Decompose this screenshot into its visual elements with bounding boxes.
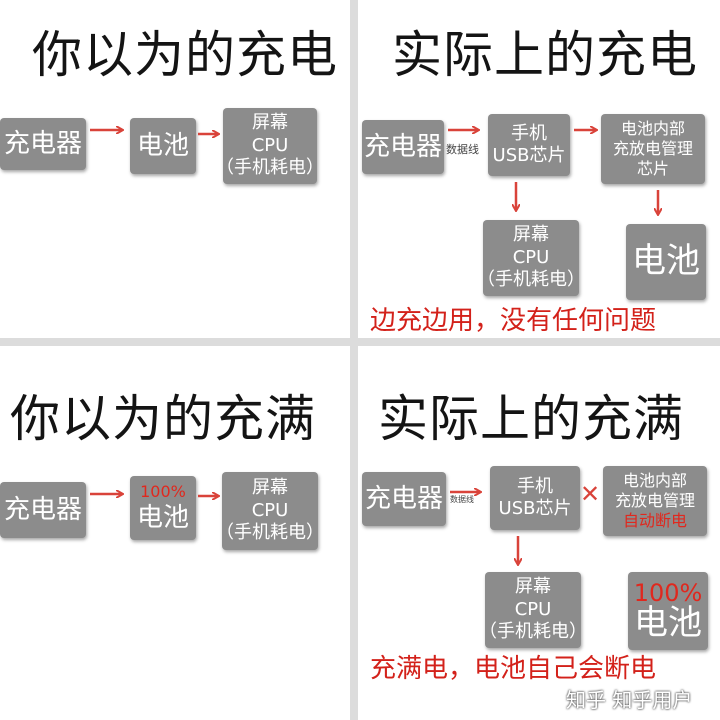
pm-line-1: 电池内部: [622, 471, 687, 490]
load-line-3: （手机耗电）: [222, 522, 318, 544]
battery-label: 电池: [136, 130, 189, 161]
usb-chip-box: 手机 USB芯片: [488, 114, 570, 176]
cable-label: 数据线: [450, 495, 474, 504]
arrow-chip-to-load: [508, 182, 524, 216]
pm-line-2: 充放电管理: [612, 139, 693, 158]
arrow-battery-to-load: [198, 126, 224, 142]
title-imagined-charging: 你以为的充电: [32, 26, 338, 84]
load-line-3: （手机耗电）: [483, 269, 579, 291]
title-imagined-full: 你以为的充满: [10, 390, 316, 448]
pm-line-1: 电池内部: [620, 119, 685, 138]
battery-box: 电池: [130, 118, 196, 174]
load-box: 屏幕 CPU （手机耗电）: [485, 572, 581, 648]
caption-charge-while-using: 边充边用，没有任何问题: [370, 306, 657, 336]
load-box: 屏幕 CPU （手机耗电）: [483, 220, 579, 296]
load-box: 屏幕 CPU （手机耗电）: [222, 472, 318, 550]
load-line-2: CPU: [251, 499, 289, 521]
load-line-1: 屏幕: [515, 576, 551, 598]
charger-box: 充电器: [0, 118, 86, 170]
load-line-2: CPU: [514, 598, 552, 620]
battery-level: 100%: [633, 578, 703, 607]
load-line-3: （手机耗电）: [485, 621, 581, 643]
charger-label: 充电器: [3, 128, 82, 159]
caption-auto-cutoff: 充满电，电池自己会断电: [370, 654, 657, 684]
arrow-charger-to-battery: [90, 486, 128, 502]
vertical-separator: [350, 0, 358, 720]
charger-label: 充电器: [364, 483, 443, 514]
title-actual-charging: 实际上的充电: [392, 26, 698, 84]
arrow-charger-to-battery: [90, 122, 128, 138]
load-line-1: 屏幕: [513, 224, 549, 246]
cable-label: 数据线: [446, 143, 479, 156]
load-line-1: 屏幕: [252, 477, 288, 499]
charger-box: 充电器: [0, 482, 86, 538]
charger-label: 充电器: [363, 131, 442, 162]
charger-box: 充电器: [362, 120, 444, 174]
charger-label: 充电器: [3, 494, 82, 525]
chip-line-2: USB芯片: [492, 145, 566, 166]
load-line-3: （手机耗电）: [223, 157, 317, 179]
blocked-cross-icon: ✕: [580, 480, 601, 508]
arrow-pm-to-battery: [650, 190, 666, 220]
title-actual-full: 实际上的充满: [378, 390, 684, 448]
arrow-charger-to-chip: [448, 122, 484, 138]
arrow-battery-to-load: [198, 488, 224, 504]
load-line-2: CPU: [251, 134, 289, 156]
watermark: 知乎 知乎用户: [566, 688, 693, 712]
usb-chip-box: 手机 USB芯片: [490, 466, 580, 530]
load-box: 屏幕 CPU （手机耗电）: [223, 108, 317, 184]
battery-label: 电池: [136, 502, 189, 533]
pm-line-2: 充放电管理: [614, 491, 695, 510]
pm-status: 自动断电: [622, 511, 687, 530]
chip-line-1: 手机: [517, 475, 553, 497]
battery-label: 电池: [632, 241, 700, 282]
arrow-chip-to-load: [510, 536, 526, 570]
battery-box: 电池: [626, 224, 706, 300]
charger-box: 充电器: [362, 472, 446, 526]
battery-box: 100% 电池: [130, 476, 196, 540]
arrow-charger-to-chip: [450, 484, 486, 500]
chip-line-1: 手机: [511, 122, 547, 144]
load-line-1: 屏幕: [252, 112, 288, 134]
horizontal-separator: [0, 338, 720, 346]
load-line-2: CPU: [512, 246, 550, 268]
battery-level: 100%: [140, 481, 186, 501]
pm-line-3: 芯片: [636, 159, 669, 178]
battery-label: 电池: [634, 602, 702, 643]
arrow-chip-to-pm: [574, 122, 602, 138]
power-management-chip-box: 电池内部 充放电管理 芯片: [601, 114, 705, 184]
chip-line-2: USB芯片: [498, 498, 572, 519]
power-management-chip-box: 电池内部 充放电管理 自动断电: [603, 466, 707, 536]
battery-box: 100% 电池: [628, 572, 708, 650]
